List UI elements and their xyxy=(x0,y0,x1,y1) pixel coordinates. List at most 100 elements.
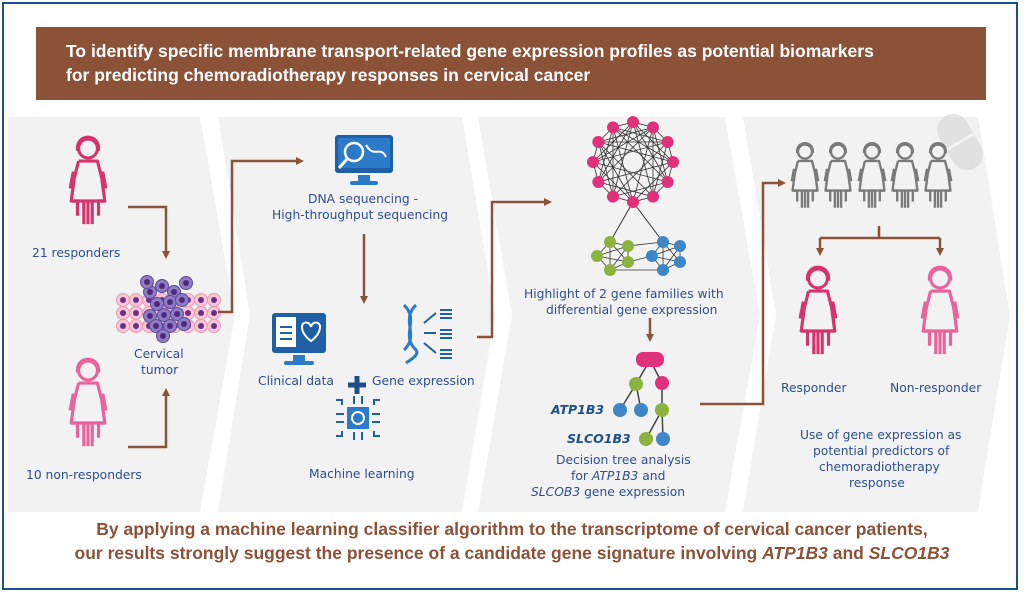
tumor-cell xyxy=(179,276,193,290)
stage-panel-3 xyxy=(478,117,760,512)
network-edge xyxy=(598,141,654,197)
network-edge xyxy=(592,127,654,163)
responders-label: 21 responders xyxy=(32,246,121,260)
prediction-label-line-4: response xyxy=(849,476,905,490)
network-node xyxy=(661,176,674,188)
conclusion-gene-1: ATP1B3 xyxy=(762,543,828,563)
network-node xyxy=(674,256,686,268)
network-edge xyxy=(652,127,669,183)
gene-label-slco1b3: SLCO1B3 xyxy=(567,431,631,446)
machine-learning-label: Machine learning xyxy=(309,467,415,481)
arrow-expression-to-analysis xyxy=(477,198,552,339)
network-edge xyxy=(598,181,654,198)
network-node xyxy=(646,250,658,262)
healthy-cell xyxy=(207,319,221,333)
healthy-cell xyxy=(116,293,130,307)
network-edge xyxy=(612,127,634,203)
clinical-monitor-icon xyxy=(272,313,326,365)
dna-sequencing-label-line-2: High-throughput sequencing xyxy=(272,208,449,222)
highlight-label-line-1: Highlight of 2 gene families with xyxy=(524,287,724,301)
tumor-label-line-2: tumor xyxy=(141,363,179,377)
stage-panel-2 xyxy=(218,117,495,512)
network-node xyxy=(627,196,639,208)
gene-label-atp1b3: ATP1B3 xyxy=(551,402,605,417)
network-edge xyxy=(612,127,674,163)
tree-line2-post: and xyxy=(638,469,666,483)
decision-tree-label-line-3: SLCOB3 gene expression xyxy=(531,484,685,500)
dna-sequencing-label-line-1: DNA sequencing - xyxy=(308,192,419,206)
tumor-cell xyxy=(149,319,163,333)
non-responders-label: 10 non-responders xyxy=(26,468,142,482)
network-edge xyxy=(598,121,634,183)
infographic-frame xyxy=(2,2,1018,590)
network-edge xyxy=(632,121,654,197)
healthy-cell xyxy=(194,293,208,307)
healthy-cell xyxy=(194,319,208,333)
conclusion-gene-2: SLCO1B3 xyxy=(868,543,950,563)
ai-chip-icon xyxy=(336,396,380,440)
conclusion-line-2-text: our results strongly suggest the presenc… xyxy=(74,543,763,563)
title-line-1: To identify specific membrane transport-… xyxy=(66,41,874,61)
network-node xyxy=(674,240,686,252)
network-edge xyxy=(632,201,664,243)
healthy-cell xyxy=(129,306,143,320)
dna-monitor-icon xyxy=(335,135,393,185)
network-edge xyxy=(592,141,668,163)
stage-panel-4 xyxy=(743,117,1010,512)
network-node xyxy=(667,156,679,168)
plus-icon xyxy=(348,376,366,394)
tumor-cell xyxy=(175,293,189,307)
prediction-label-line-1: Use of gene expression as xyxy=(800,428,962,442)
dna-expression-icon xyxy=(402,303,452,365)
arrow-responders-to-tumor xyxy=(128,205,170,259)
network-node xyxy=(657,236,669,248)
conclusion-and: and xyxy=(827,543,869,563)
tumor-cell xyxy=(155,279,169,293)
network-node xyxy=(591,250,603,262)
network-node xyxy=(592,136,605,148)
network-node xyxy=(604,236,616,248)
tumor-cell xyxy=(163,295,177,309)
responder-label: Responder xyxy=(781,381,847,395)
decision-tree-icon xyxy=(613,352,670,446)
network-edge xyxy=(612,127,668,183)
tumor-cell xyxy=(170,307,184,321)
decision-tree-label-line-2: for ATP1B3 and xyxy=(571,468,665,484)
network-node xyxy=(647,121,659,134)
healthy-cell xyxy=(129,319,143,333)
tumor-cell xyxy=(156,329,170,343)
arrow-tree-to-prediction xyxy=(700,179,786,406)
tumor-cell xyxy=(163,319,177,333)
network-edge xyxy=(598,141,634,203)
highlight-label-line-2: differential gene expression xyxy=(546,303,718,317)
pill-icon xyxy=(937,113,983,171)
network-edge xyxy=(632,127,654,203)
network-edge xyxy=(598,161,674,183)
tree-line3-gene: SLCOB3 xyxy=(531,485,581,499)
non-responder-label: Non-responder xyxy=(890,381,982,395)
network-edge xyxy=(609,201,634,243)
healthy-cell xyxy=(116,306,130,320)
network-edge xyxy=(612,121,634,197)
network-node xyxy=(622,256,634,268)
network-edge xyxy=(612,141,668,197)
healthy-cell xyxy=(116,319,130,333)
network-edge xyxy=(652,141,669,197)
network-edge xyxy=(598,141,674,163)
network-node xyxy=(657,264,669,276)
arrow-split xyxy=(820,226,940,240)
decision-tree-label-line-1: Decision tree analysis xyxy=(556,453,691,467)
tumor-cell xyxy=(140,275,154,289)
healthy-cell xyxy=(207,293,221,307)
prediction-label-line-3: chemoradiotherapy xyxy=(819,460,940,474)
network-node xyxy=(607,190,619,203)
tumor-cell xyxy=(177,317,191,331)
clinical-data-label: Clinical data xyxy=(258,374,334,388)
arrow-tumor-to-sequencing xyxy=(218,157,304,314)
prediction-label-line-2: potential predictors of xyxy=(813,444,950,458)
conclusion-text: By applying a machine learning classifie… xyxy=(0,517,1024,565)
network-node xyxy=(661,136,674,148)
network-node xyxy=(604,264,616,276)
network-node xyxy=(592,176,605,188)
